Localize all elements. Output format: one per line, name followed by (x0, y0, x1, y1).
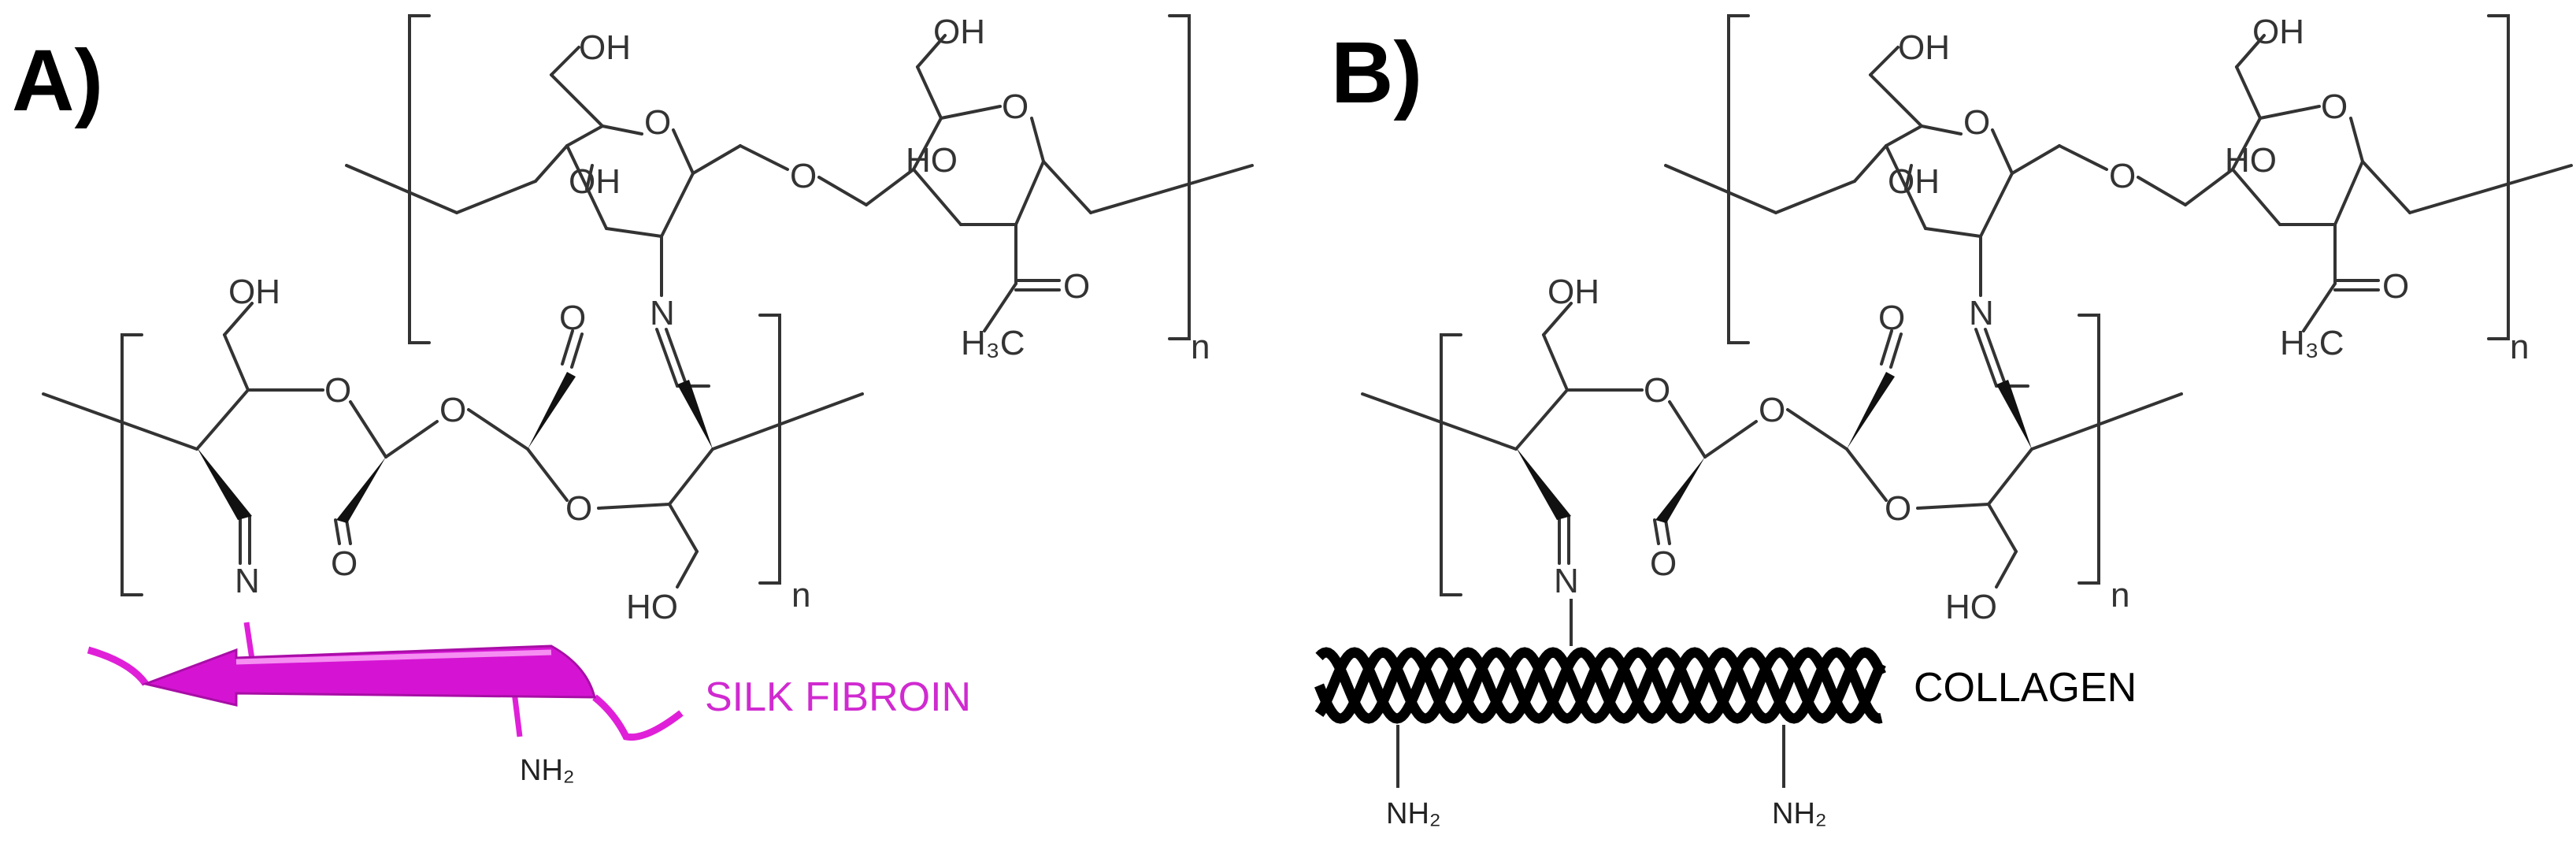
imine-nitrogen: N (1969, 294, 1994, 332)
ester-oxygen: O (324, 371, 351, 410)
ring-oxygen: O (644, 103, 671, 142)
panel-label: B) (1331, 24, 1422, 121)
ho-label: HO (1945, 588, 1997, 626)
oh-label: OH (933, 13, 985, 51)
repeat-n: n (1191, 328, 1210, 366)
oh-label: OH (228, 273, 280, 311)
oh-label: OH (1888, 162, 1940, 201)
panel-label: A) (12, 32, 103, 129)
acetyl-oxygen: O (1063, 267, 1090, 306)
ring-oxygen: O (565, 489, 592, 528)
amine-label: NH₂ (520, 754, 575, 787)
ho-label: HO (2225, 141, 2277, 180)
repeat-n: n (791, 576, 810, 615)
imine-nitrogen: N (650, 294, 675, 332)
oh-label: OH (1547, 273, 1599, 311)
carbonyl-oxygen: O (1878, 299, 1905, 337)
protein-name: SILK FIBROIN (705, 674, 971, 720)
carbonyl-oxygen: O (559, 299, 586, 337)
panel-a: A) OH OH O O OH O HO O H₃C n N OH O O O … (12, 13, 1254, 787)
acetyl-oxygen: O (2382, 267, 2409, 306)
methyl-label: H₃C (961, 324, 1025, 362)
amine-label: NH₂ (1386, 797, 1441, 830)
oh-label: OH (579, 28, 631, 67)
ester-oxygen: O (439, 391, 466, 429)
ho-label: HO (626, 588, 678, 626)
ester-oxygen: O (1644, 371, 1670, 410)
imine-nitrogen: N (235, 562, 260, 600)
ring-oxygen: O (2321, 87, 2348, 126)
collagen-strand-2 (1314, 647, 1886, 724)
ring-oxygen: O (1963, 103, 1990, 142)
ho-label: HO (906, 141, 958, 180)
oh-label: OH (2252, 13, 2304, 51)
panel-b: B) OH OH O O OH O HO O H₃C n N OH O O O … (1314, 13, 2573, 830)
collagen-strand-3 (1315, 647, 1883, 724)
imine-nitrogen: N (1554, 562, 1579, 600)
collagen-helix (1314, 647, 1886, 724)
oh-label: OH (1898, 28, 1950, 67)
protein-name: COLLAGEN (1914, 665, 2137, 711)
amine-label: NH₂ (1772, 797, 1827, 830)
bridge-oxygen: O (2109, 157, 2136, 195)
repeat-n: n (2111, 576, 2129, 615)
repeat-n: n (2510, 328, 2529, 366)
oh-label: OH (569, 162, 621, 201)
carbonyl-oxygen: O (1650, 544, 1677, 583)
bridge-oxygen: O (790, 157, 817, 195)
silk-fibroin-ribbon (87, 622, 684, 741)
ester-oxygen: O (1759, 391, 1785, 429)
carbonyl-oxygen: O (331, 544, 358, 583)
methyl-label: H₃C (2280, 324, 2344, 362)
ring-oxygen: O (1885, 489, 1911, 528)
ring-oxygen: O (1002, 87, 1029, 126)
